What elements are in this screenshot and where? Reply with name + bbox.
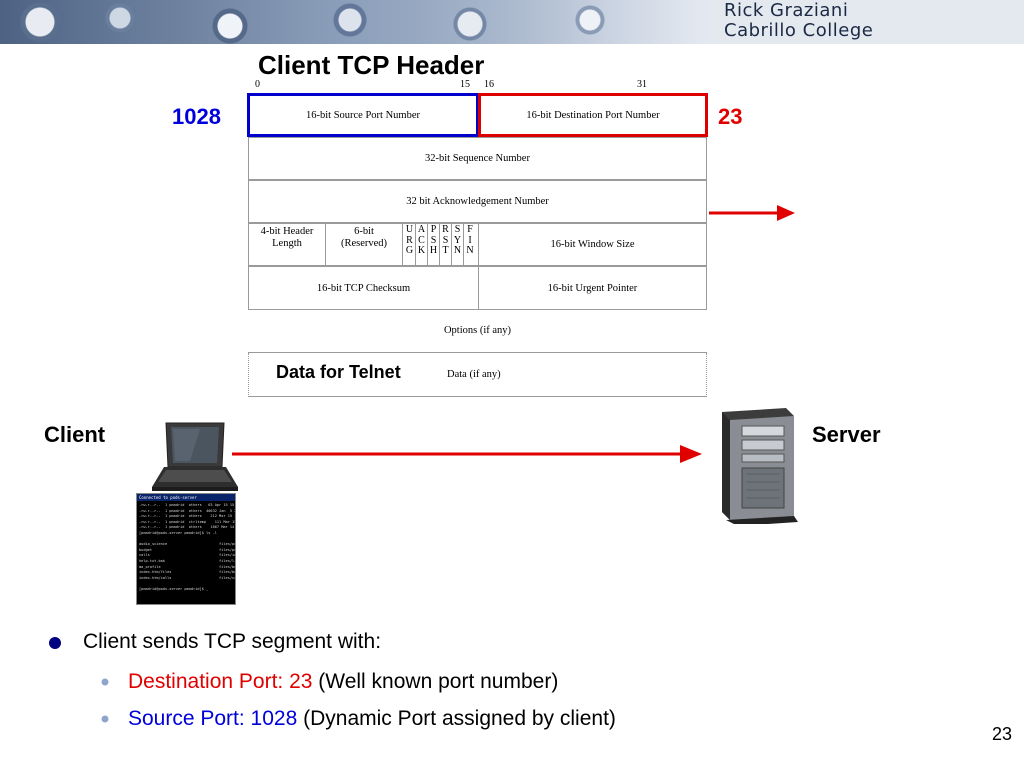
bit-marker-15: 15 — [460, 79, 470, 90]
server-label: Server — [812, 422, 881, 447]
bullet-dot-icon — [49, 637, 61, 649]
checksum-label: 16-bit TCP Checksum — [316, 282, 411, 294]
header-length-field: 4-bit Header Length — [248, 223, 326, 266]
urgent-label: 16-bit Urgent Pointer — [547, 282, 638, 294]
header-length-line2: Length — [272, 238, 302, 249]
bullet-src-port: Source Port: 1028 (Dynamic Port assigned… — [128, 707, 616, 731]
options-label: Options (if any) — [443, 325, 512, 336]
dest-port-number: 23 — [718, 104, 743, 129]
terminal-line: -rw-r--r-- 1 pmadrid others 1667 Mar 14 … — [139, 525, 235, 530]
dest-port-label: 16-bit Destination Port Number — [526, 109, 660, 121]
bullet-dest-suffix: (Well known port number) — [312, 670, 559, 693]
banner-name: Rick Graziani — [724, 0, 849, 21]
server-tower-icon — [722, 408, 798, 524]
terminal-line: audio_science files/pods_1.htm — [139, 542, 235, 547]
terminal-line: calls files/index.htm — [139, 553, 235, 558]
page-number: 23 — [991, 724, 1012, 744]
source-port-field: 16-bit Source Port Number — [247, 93, 479, 137]
window-label: 16-bit Window Size — [550, 239, 635, 250]
dest-port-field: 16-bit Destination Port Number — [478, 93, 708, 137]
sequence-field: 32-bit Sequence Number — [248, 137, 707, 180]
banner-photo — [0, 0, 700, 44]
bullet-dest-port: Destination Port: 23 (Well known port nu… — [128, 670, 558, 694]
terminal-line: -rw-r--r-- 1 pmadrid others 40632 Jan 5 … — [139, 508, 235, 513]
terminal-line: help.txt.bak files/list.htm — [139, 558, 235, 563]
terminal-title: Connected to pods-server — [139, 495, 197, 500]
window-field: 16-bit Window Size — [478, 223, 707, 266]
terminal-body: -rw-r--r-- 1 pmadrid others 63 Apr 15 15… — [137, 501, 235, 595]
terminal-line: [pmadrid@pods-server pmadrid]$ _ — [139, 586, 209, 591]
terminal-title-bar: Connected to pods-server — [137, 494, 235, 501]
data-ifany-label: Data (if any) — [447, 369, 501, 380]
terminal-line: ma_profile files/bud.htm — [139, 564, 235, 569]
segment-arrow-small — [709, 205, 795, 221]
page-title: Client TCP Header — [258, 50, 485, 80]
telnet-terminal-window: Connected to pods-server -rw-r--r-- 1 pm… — [136, 493, 236, 605]
ack-field: 32 bit Acknowledgement Number — [248, 180, 707, 223]
urgent-field: 16-bit Urgent Pointer — [478, 266, 707, 310]
terminal-line: budget files/pods.htm — [139, 547, 235, 552]
reserved-field: 6-bit (Reserved) — [325, 223, 403, 266]
laptop-icon — [152, 422, 238, 491]
bullet-main: Client sends TCP segment with: — [83, 630, 382, 653]
terminal-line: -rw-r--r-- 1 pmadrid others 212 Mar 15 1… — [139, 514, 235, 519]
client-label: Client — [44, 422, 106, 447]
sub-bullet-dot-icon — [101, 715, 109, 723]
bit-marker-31: 31 — [637, 79, 647, 90]
reserved-line1: 6-bit — [354, 226, 374, 237]
data-field — [248, 353, 707, 397]
terminal-line: -rw-r--r-- 1 pmadrid ctrltemp 111 Mar 15… — [139, 519, 235, 524]
data-telnet-label: Data for Telnet — [276, 362, 401, 382]
banner — [0, 0, 1024, 44]
bullet-src-suffix: (Dynamic Port assigned by client) — [297, 707, 616, 730]
source-port-number: 1028 — [172, 104, 221, 129]
client-to-server-arrow — [232, 445, 702, 463]
bit-marker-0: 0 — [255, 79, 260, 90]
sequence-label: 32-bit Sequence Number — [425, 153, 530, 164]
source-port-label: 16-bit Source Port Number — [305, 109, 421, 121]
sub-bullet-dot-icon — [101, 678, 109, 686]
terminal-line: [pmadrid@pods-server pmadrid]$ ls -l — [139, 530, 217, 535]
bit-marker-16: 16 — [484, 79, 494, 90]
header-length-line1: 4-bit Header — [260, 226, 314, 237]
flags-group — [402, 223, 479, 266]
terminal-line: index.htm/calls files/calls.htm — [139, 575, 235, 580]
banner-brand — [712, 0, 1024, 44]
banner-college: Cabrillo College — [724, 20, 874, 41]
terminal-line: index.htm/files files/budget.htm — [139, 570, 235, 575]
checksum-field: 16-bit TCP Checksum — [248, 266, 479, 310]
options-field: Options (if any) — [248, 309, 707, 353]
bullet-src-prefix: Source Port: 1028 — [128, 707, 298, 730]
terminal-line: -rw-r--r-- 1 pmadrid others 63 Apr 15 15… — [139, 503, 235, 507]
ack-label: 32 bit Acknowledgement Number — [406, 196, 549, 207]
reserved-line2: (Reserved) — [340, 238, 388, 249]
bullet-dest-prefix: Destination Port: 23 — [128, 670, 313, 693]
